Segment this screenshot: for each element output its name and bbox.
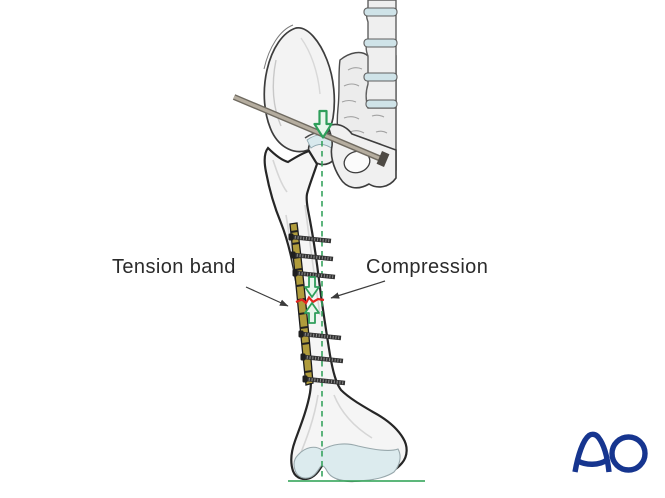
axial-load-arrow-down-icon: [313, 109, 333, 139]
bone-screws: [288, 233, 346, 386]
ao-logo-mark: [572, 431, 648, 473]
screw: [300, 353, 344, 364]
screw: [292, 269, 336, 280]
ao-logo-letter-o: [609, 434, 648, 473]
tension-band-leader-arrow: [245, 286, 289, 307]
lumbar-spine: [363, 0, 398, 109]
screw: [288, 233, 332, 244]
tension-band-label: Tension band: [112, 256, 236, 278]
compression-arrow-down-icon: [304, 276, 320, 298]
ao-logo: [570, 428, 652, 480]
compression-leader-arrow: [330, 280, 386, 299]
screw: [302, 375, 346, 386]
screw: [290, 251, 334, 262]
ilium: [263, 24, 336, 153]
load-rod: [232, 94, 390, 167]
ao-logo-letter-a: [572, 431, 612, 473]
obturator-foramen: [343, 150, 371, 174]
screw: [298, 330, 342, 341]
fracture-line: [295, 295, 325, 305]
compression-label: Compression: [366, 256, 489, 278]
leader-lines: [245, 280, 386, 307]
compression-arrow-up-icon: [304, 302, 320, 324]
ao-logo-letter-a-bar: [576, 457, 609, 467]
intervertebral-discs: [363, 7, 398, 109]
force-arrows: [304, 109, 333, 324]
ischium-pubis: [327, 123, 397, 189]
femur: [263, 146, 408, 483]
rod-end-cap: [376, 151, 390, 167]
